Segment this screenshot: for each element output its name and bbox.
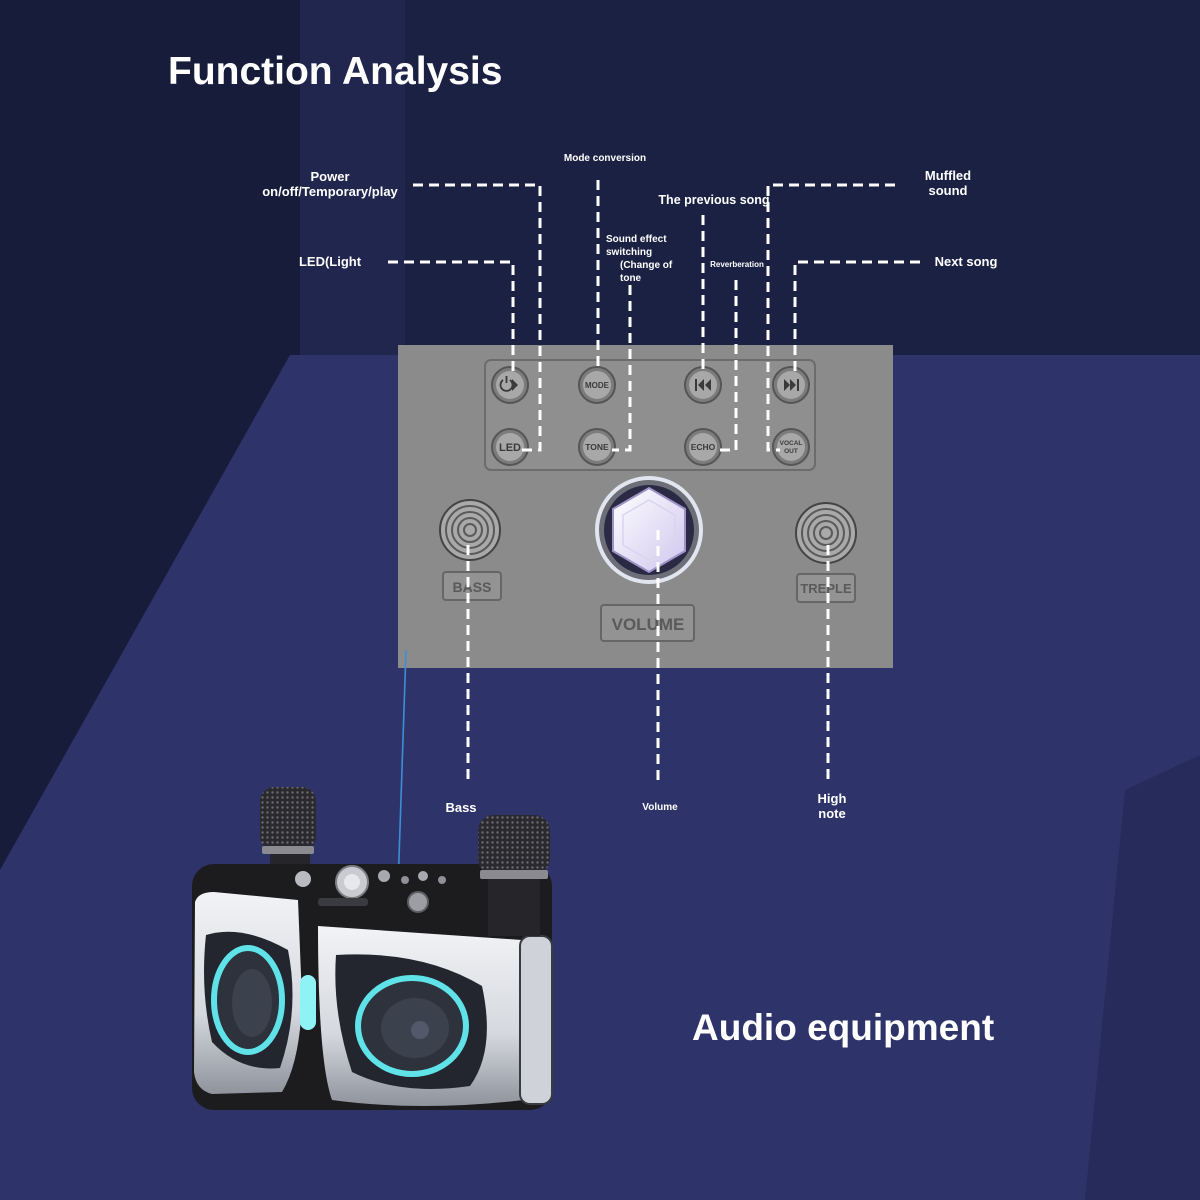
callout-next: Next song (935, 254, 998, 269)
echo-button-label: ECHO (691, 442, 716, 452)
callout-power-line1: Power (310, 169, 349, 184)
callout-muffled-line2: sound (929, 183, 968, 198)
mode-button-label: MODE (585, 381, 610, 390)
bass-knob (439, 499, 501, 561)
speaker-right-dustcap (411, 1021, 429, 1039)
tone-button-label: TONE (585, 442, 609, 452)
right-microphone (478, 815, 550, 936)
callout-line-led (388, 260, 515, 372)
treble-label-box: TREPLE (796, 573, 856, 603)
volume-label-box: VOLUME (600, 604, 695, 642)
callout-line-next (793, 260, 920, 372)
volume-knob (595, 476, 703, 584)
callout-labels: Power on/off/Temporary/play LED(Light Mo… (262, 153, 997, 821)
previous-button (684, 366, 722, 404)
pointer-line (397, 649, 407, 889)
power-play-icon (499, 376, 518, 392)
speaker-left-cone (232, 969, 272, 1037)
echo-button: ECHO (684, 428, 722, 466)
callout-volume: Volume (642, 802, 678, 813)
volume-knob-label: VOLUME (612, 615, 685, 634)
callout-line-sound-effect (612, 285, 632, 452)
callout-sound-effect-line4: tone (620, 273, 642, 284)
callout-reverberation: Reverberation (710, 260, 764, 269)
callout-bass: Bass (445, 800, 476, 815)
power-play-button (491, 366, 529, 404)
vocal-out-button-label-line2: OUT (784, 448, 798, 455)
callout-muffled-line1: Muffled (925, 168, 971, 183)
callout-mode: Mode conversion (564, 153, 646, 164)
bass-label-box: BASS (442, 571, 502, 601)
treble-knob (795, 502, 857, 564)
background-wall-band (300, 0, 1200, 355)
skip-previous-icon (695, 379, 711, 391)
speaker-top-controls (295, 865, 446, 913)
callout-sound-effect-line1: Sound effect (606, 234, 667, 245)
callout-line-muffled (766, 183, 895, 452)
led-button-label: LED (499, 442, 521, 454)
callout-previous: The previous song (658, 193, 769, 207)
callout-line-reverberation (715, 280, 738, 452)
bass-knob-label: BASS (453, 579, 492, 595)
section-heading: Audio equipment (692, 1007, 994, 1048)
background-wall-column (300, 0, 405, 355)
control-panel: MODE LED (398, 345, 893, 668)
speaker-end-cap (519, 935, 553, 1105)
background-right-wedge (1085, 755, 1200, 1200)
next-button (772, 366, 810, 404)
callout-high-note-line2: note (818, 806, 845, 821)
vocal-out-button-label-line1: VOCAL (780, 440, 803, 447)
callout-power-line2: on/off/Temporary/play (262, 184, 398, 199)
callout-sound-effect-line3: (Change of (620, 260, 673, 271)
button-strip (484, 359, 816, 471)
led-button: LED (491, 428, 529, 466)
treble-knob-label: TREPLE (800, 581, 852, 596)
karaoke-speaker (192, 787, 553, 1110)
vocal-out-button: VOCAL OUT (772, 428, 810, 466)
callout-sound-effect-line2: switching (606, 247, 652, 258)
page-title: Function Analysis (168, 50, 502, 93)
skip-next-icon (784, 379, 799, 391)
callout-led: LED(Light (299, 254, 362, 269)
callout-lines (388, 180, 920, 785)
speaker-center-light (300, 975, 316, 1030)
callout-line-power (413, 183, 542, 452)
callout-high-note-line1: High (818, 791, 847, 806)
mode-button: MODE (578, 366, 616, 404)
tone-button: TONE (578, 428, 616, 466)
